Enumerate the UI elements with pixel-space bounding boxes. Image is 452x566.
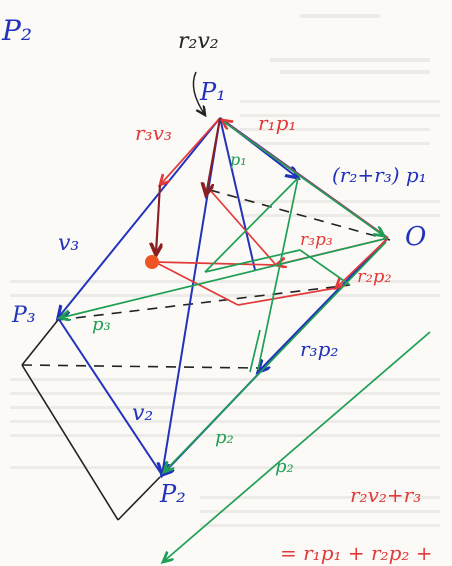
label-P3: P₃: [11, 303, 36, 328]
labels: P₂ r₂v₂ P₁ r₃v₃ r₁p₁ p₁ (r₂+r₃) p₁ O r₃p…: [1, 14, 433, 565]
p3-to-p2-line: [57, 317, 163, 476]
label-p2-low: p₂: [275, 456, 294, 477]
black-edge-bottom-p2: [117, 476, 161, 521]
label-v2: v₂: [132, 401, 153, 426]
resultant-point: [145, 255, 159, 269]
green-inner-4: [299, 249, 351, 286]
r3p2-vector: [258, 237, 389, 372]
p2-green-vector: [164, 241, 387, 472]
label-v3: v₃: [58, 231, 79, 256]
r2v2-vector: [206, 117, 221, 195]
green-inner-5: [249, 329, 261, 373]
r2v2-second-vector: [156, 184, 160, 255]
red-lower-diagonal: [154, 261, 239, 306]
black-edge-left-bottom: [21, 364, 119, 521]
p3-green-vector: [60, 237, 389, 318]
p2-green-long-vector: [163, 331, 431, 562]
label-r2r3-p1: (r₂+r₃) p₁: [332, 163, 427, 187]
label-top-left-p2: P₂: [1, 14, 32, 47]
label-p2-mid: p₂: [215, 427, 234, 448]
v3-vector: [58, 117, 221, 318]
label-r2v2-top: r₂v₂: [178, 29, 219, 54]
black-dashed-upper: [209, 189, 391, 241]
red-inner-diagonal: [209, 189, 277, 266]
green-inner-1: [204, 177, 299, 273]
p1-to-p2-line: [162, 117, 221, 475]
label-equation-bottom: = r₁p₁ + r₂p₂ +: [280, 541, 433, 565]
label-equation-top: r₂v₂+r₃: [350, 483, 421, 507]
black-dashed-middle: [57, 284, 351, 321]
black-dashed-horizontal: [21, 364, 259, 369]
label-r3p2: r₃p₂: [300, 337, 338, 361]
label-r1p1: r₁p₁: [258, 111, 296, 135]
label-r3v3: r₃v₃: [135, 121, 172, 145]
blue-inner-line: [219, 117, 256, 271]
label-O: O: [405, 222, 426, 252]
label-P1: P₁: [199, 78, 226, 106]
red-bottom-edge: [237, 287, 337, 306]
label-P2: P₂: [159, 480, 186, 508]
black-auxiliary-lines: [21, 189, 391, 521]
black-edge-p3-down: [21, 319, 59, 366]
p1-green-vector: [223, 121, 384, 236]
green-inner-2: [257, 177, 299, 371]
green-vectors: [60, 121, 431, 562]
label-p3: p₃: [92, 314, 111, 335]
label-p1-arrow: p₁: [230, 150, 247, 169]
r2p2-vector: [336, 237, 389, 288]
red-to-center: [154, 261, 277, 266]
label-r2p2: r₂p₂: [357, 266, 392, 287]
dark-red-vectors: [156, 71, 221, 255]
green-inner-3: [204, 249, 301, 273]
r2v2-pointer-curve: [192, 71, 205, 115]
r3v3-vector: [160, 117, 221, 185]
label-r3p3: r₃p₃: [300, 230, 333, 250]
